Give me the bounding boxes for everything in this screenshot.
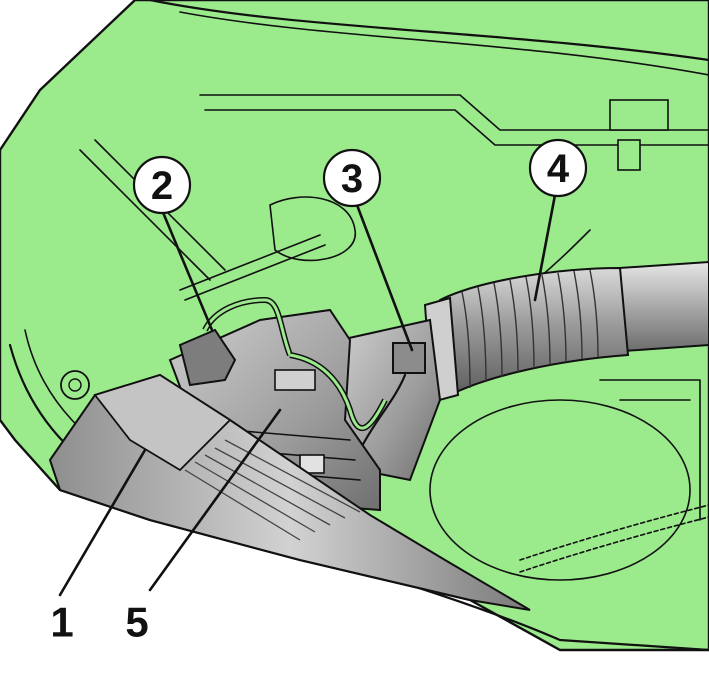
long-wire-core [289,353,387,430]
callout-2: 2 [132,155,192,215]
duct-ribs [184,439,361,541]
label-5: 5 [125,599,148,646]
callout-4-text: 4 [547,147,570,191]
corrugated-hose-body [438,266,630,397]
cowl-line-1 [199,94,709,131]
filter-top-tab [274,369,316,391]
wiring-harness [519,504,709,573]
bolt-left-inner [68,378,82,392]
callout-3-circle [322,148,382,208]
label-1: 1 [50,599,73,646]
sensor-2-assembly [178,296,388,432]
sensor-body [178,328,237,387]
leader-3 [355,203,414,352]
leader-5 [148,408,282,592]
leader-4 [533,193,557,302]
callout-4-circle [528,138,588,198]
right-bracket [599,379,701,521]
meter-connector [392,342,426,374]
hose-ribs [461,269,599,389]
strut-tower [269,196,356,262]
leader-2 [160,208,214,332]
hood-edge [148,0,709,62]
leader-lines [58,193,557,597]
bolt-left [60,370,90,400]
duct-top-face [93,374,232,472]
leader-1 [58,448,147,597]
cowl-line-2 [204,109,709,146]
callout-4: 4 [528,138,588,198]
reservoir-cap [617,139,641,171]
hood-inner-edge [179,11,709,76]
callout-3-text: 3 [341,157,363,201]
sensor-wire-core [203,298,292,356]
callout-2-circle [132,155,192,215]
inlet-duct [48,373,531,611]
rod-left [179,234,326,301]
right-wheel-arch [429,399,691,581]
meter-wire [358,373,407,452]
reservoir-body [609,99,669,131]
callout-3: 3 [322,148,382,208]
callout-2-text: 2 [151,164,173,208]
filter-clip [299,454,325,474]
